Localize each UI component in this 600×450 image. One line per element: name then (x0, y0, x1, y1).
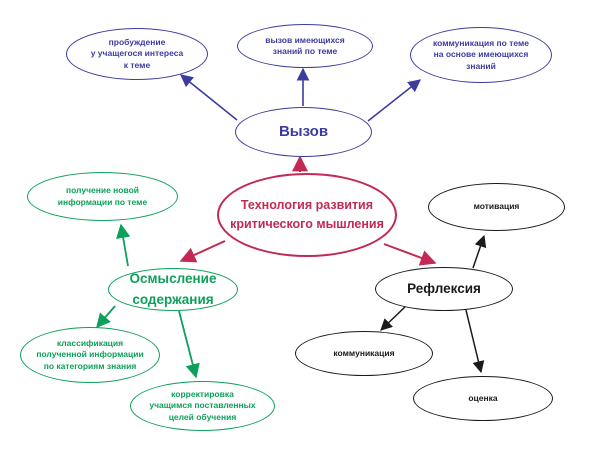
arrow-osmyslenie-to-poluchenie (116, 223, 131, 267)
node-vyzov: Вызов (235, 107, 372, 157)
arrow-refleksiya-to-kommunikatsiya (380, 304, 408, 331)
node-vyzov-imeyushchikhsya-znanij: вызов имеющихся знаний по теме (237, 24, 373, 68)
node-otsenka: оценка (413, 376, 553, 421)
node-osmyslenie-soderzhaniya: Осмысление содержания (108, 268, 238, 311)
node-klassifikatsiya-informatsii: классификация полученной информации по к… (20, 327, 160, 383)
node-tekhnologiya-razvitiya: Технология развития критического мышлени… (217, 173, 397, 257)
arrow-refleksiya-to-otsenka (464, 305, 485, 374)
node-motivatsiya: мотивация (428, 183, 565, 231)
arrow-osmyslenie-to-korrektirovka (178, 310, 200, 379)
node-kommunikatsiya-po-teme: коммуникация по теме на основе имеющихся… (410, 27, 552, 83)
arrow-vyzov-to-kommunikatsiya-po-teme (367, 79, 422, 122)
arrow-vyzov-to-probuzhdenie (180, 74, 238, 121)
arrow-center-to-refleksiya (383, 243, 437, 266)
arrow-refleksiya-to-motivatsiya (472, 234, 487, 269)
node-refleksiya: Рефлексия (375, 267, 513, 311)
arrow-osmyslenie-to-klassifikatsiya (96, 305, 116, 329)
node-korrektirovka-tselej: корректировка учащимся поставленных целе… (130, 381, 275, 431)
node-kommunikatsiya: коммуникация (295, 331, 433, 376)
node-poluchenie-informatsii: получение новой информации по теме (27, 172, 178, 221)
node-probuzhdenie-interesa: пробуждение у учащегося интереса к теме (66, 28, 208, 80)
arrow-center-to-osmyslenie (179, 240, 226, 263)
